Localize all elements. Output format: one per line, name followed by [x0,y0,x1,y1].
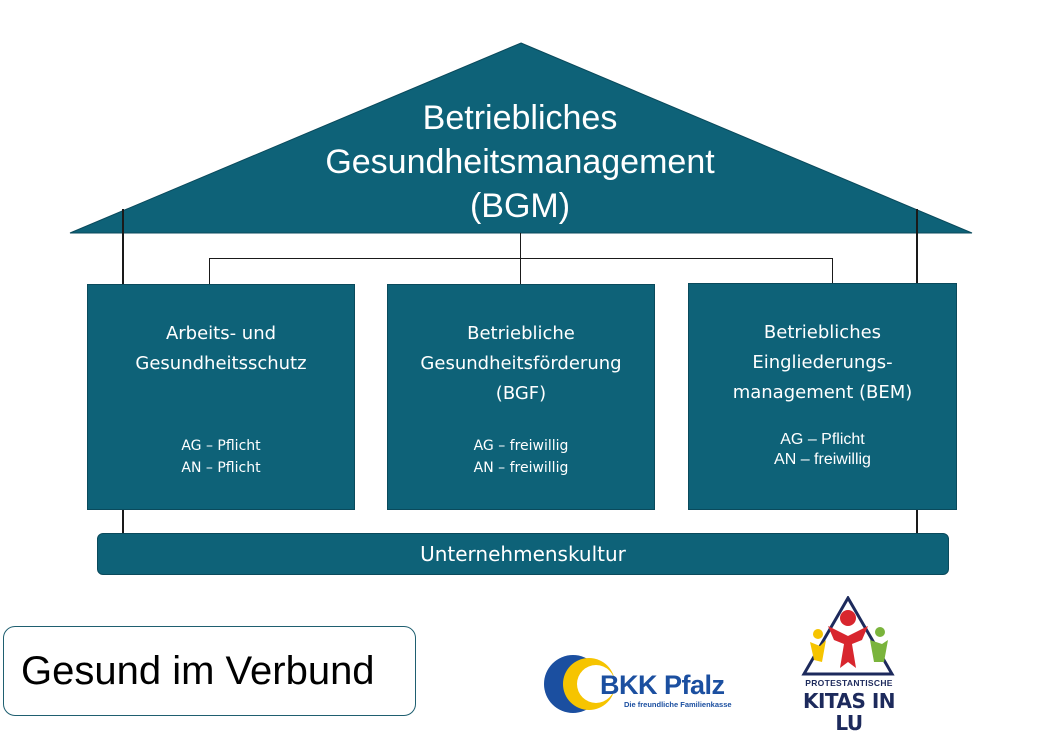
pillar-title: Betriebliches Eingliederungs- management… [689,318,956,408]
pillar-note-line: AG – freiwillig [473,438,569,454]
pillar-title-line: Eingliederungs- [752,352,893,373]
pillar-bgf: Betriebliche Gesundheitsförderung (BGF) … [387,284,655,510]
pillar-obligation-note: AG – Pflicht AN – Pflicht [88,435,354,479]
gesund-im-verbund-label: Gesund im Verbund [3,626,416,716]
pillar-title: Betriebliche Gesundheitsförderung (BGF) [388,319,654,409]
pillar-note-line: AN – freiwillig [473,460,569,476]
bkk-pfalz-name: BKK Pfalz [600,670,725,700]
connector-left-drop [209,258,210,284]
connector-bar [209,258,833,259]
pillar-note-line: AN – Pflicht [181,460,261,476]
bkk-pfalz-tagline: Die freundliche Familienkasse [624,700,732,709]
pillar-note-line: AN – freiwillig [774,451,871,468]
pillar-title-line: Betriebliches [763,322,882,343]
kitas-logo-icon [801,596,895,676]
pillar-note-line: AG – Pflicht [181,438,261,454]
bgm-title-line2: Gesundheitsmanagement [325,143,715,181]
pillar-title-line: Gesundheitsschutz [135,353,307,374]
pillar-title-line: Arbeits- und [165,323,277,344]
bgm-title-line1: Betriebliches [422,99,618,137]
pillar-title-line: management (BEM) [732,382,913,403]
connector-right-drop [832,258,833,284]
pillar-arbeitsschutz: Arbeits- und Gesundheitsschutz AG – Pfli… [87,284,355,510]
bgm-title-line3: (BGM) [469,187,571,225]
bkk-pfalz-logo-icon [544,655,615,713]
pillar-note-line: AG – Pflicht [780,431,865,448]
kitas-label-top: PROTESTANTISCHE [805,678,893,688]
kitas-label-main: KITAS IN LU [802,689,896,735]
bgm-title: Betriebliches Gesundheitsmanagement (BGM… [220,96,820,228]
pillar-title-line: Gesundheitsförderung [420,353,622,374]
pillar-bem: Betriebliches Eingliederungs- management… [688,283,957,510]
house-roof [69,42,973,234]
foundation-unternehmenskultur: Unternehmenskultur [97,533,949,575]
pillar-title-line: Betriebliche [467,323,575,344]
pillar-title-line: (BGF) [495,383,547,404]
pillar-obligation-note: AG – Pflicht AN – freiwillig [689,430,956,470]
pillar-title: Arbeits- und Gesundheitsschutz [88,319,354,379]
pillar-obligation-note: AG – freiwillig AN – freiwillig [388,435,654,479]
